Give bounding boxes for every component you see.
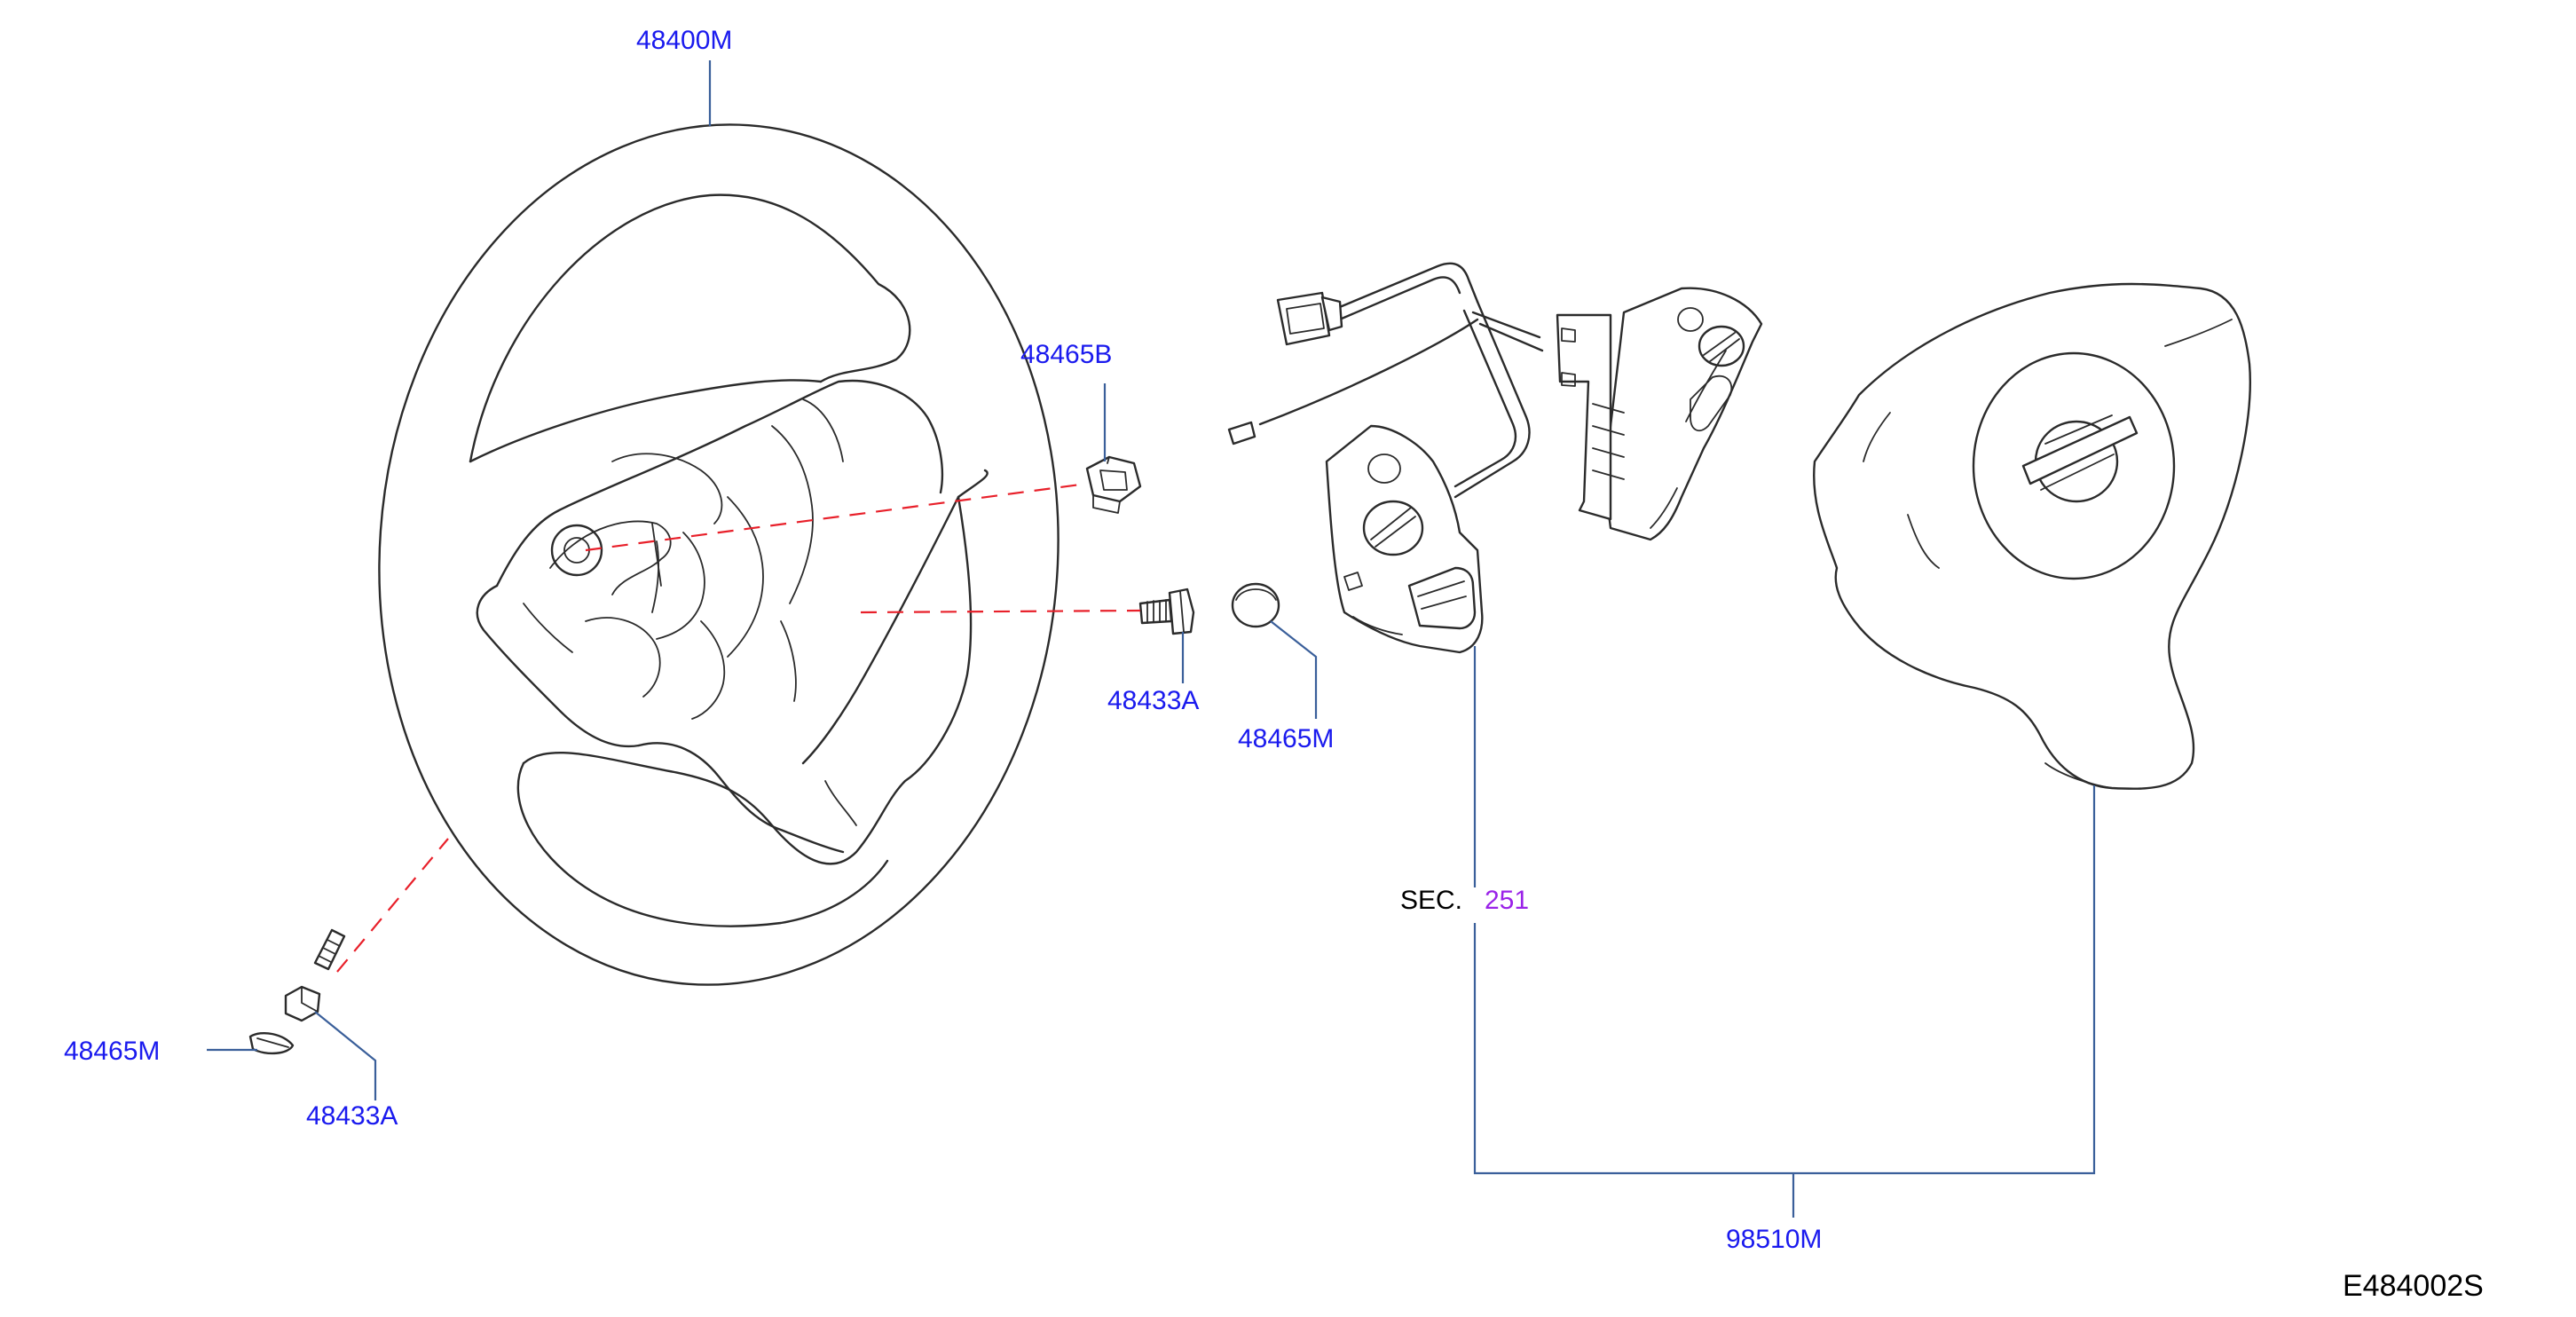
nut[interactable]	[1085, 455, 1142, 514]
part-label-airbag-module[interactable]: 98510M	[1726, 1225, 1823, 1254]
part-label-cap-center[interactable]: 48465M	[1238, 724, 1335, 753]
part-label-bolt-center[interactable]: 48433A	[1107, 686, 1200, 715]
steering-wheel[interactable]	[351, 102, 1087, 1008]
part-label-cap-left[interactable]: 48465M	[64, 1037, 161, 1066]
airbag-module[interactable]	[1813, 282, 2251, 790]
section-reference-number[interactable]: 251	[1485, 886, 1530, 915]
part-label-steering-wheel[interactable]: 48400M	[636, 26, 733, 55]
bolt-left[interactable]	[284, 928, 346, 1022]
right-steering-switch[interactable]	[1556, 287, 1763, 541]
switch-harness[interactable]	[1227, 262, 1544, 499]
drawing-code: E484002S	[2343, 1269, 2484, 1303]
leader-lines	[207, 60, 2096, 1218]
center-lines	[336, 482, 1141, 973]
cap-center[interactable]	[1231, 582, 1280, 628]
part-label-nut[interactable]: 48465B	[1020, 340, 1113, 369]
bolt-center[interactable]	[1138, 588, 1195, 635]
cap-left[interactable]	[248, 1032, 295, 1055]
left-steering-switch[interactable]	[1325, 424, 1484, 654]
section-reference-prefix: SEC.	[1400, 886, 1463, 915]
part-label-bolt-left[interactable]: 48433A	[306, 1101, 398, 1131]
